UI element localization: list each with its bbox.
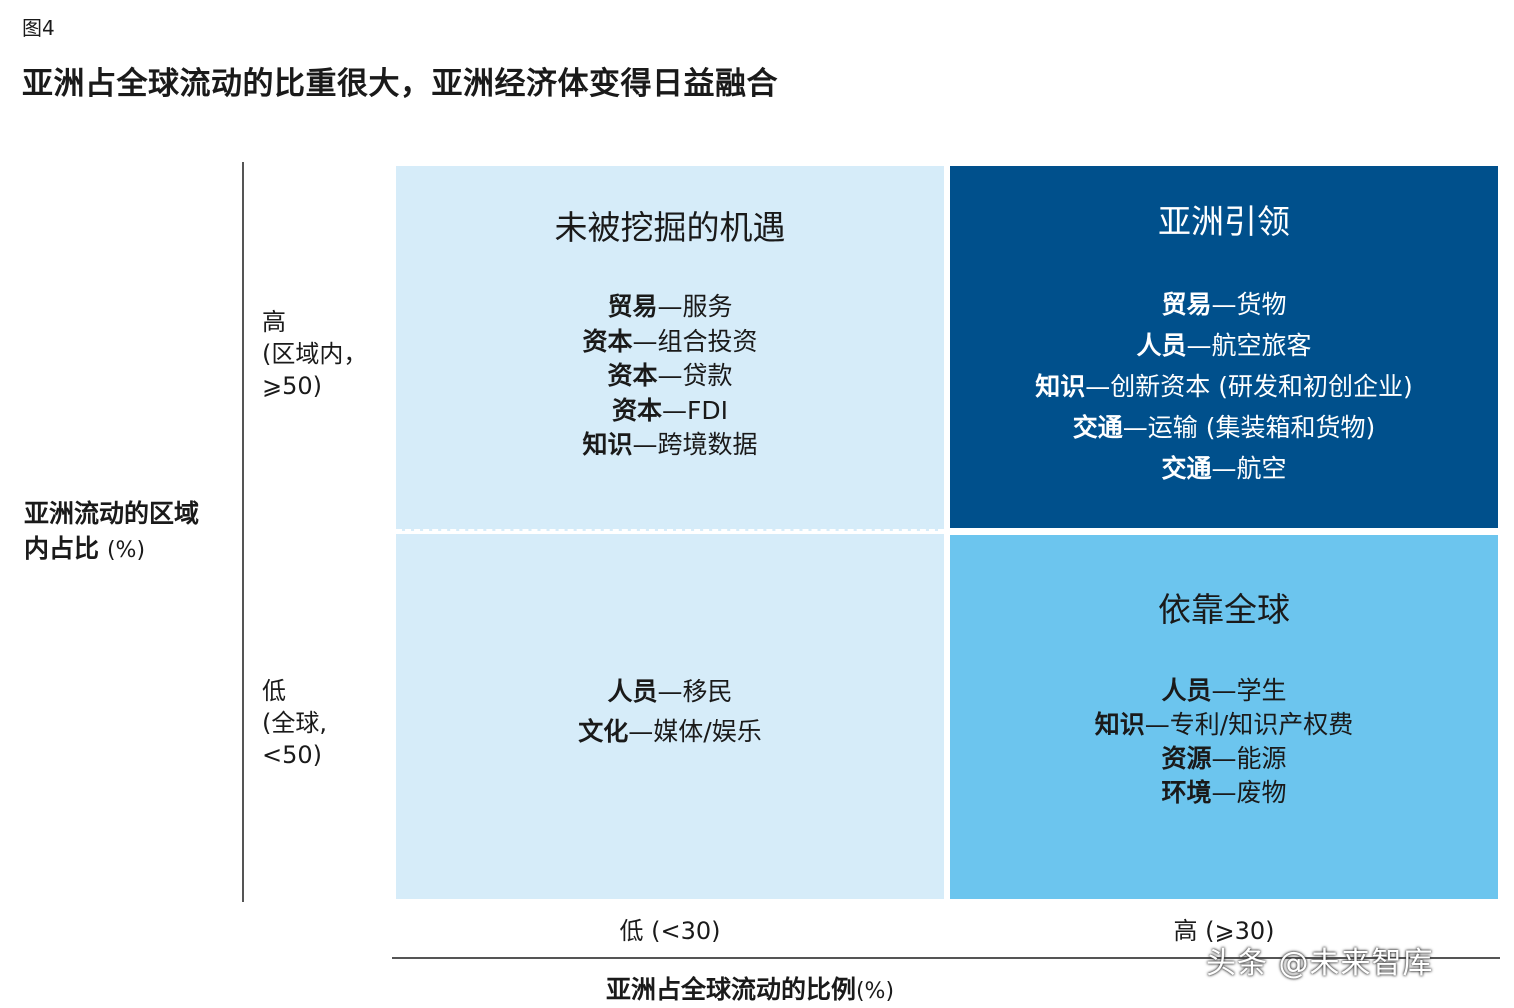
- y-level-low-line: (全球,: [262, 709, 327, 737]
- flow-description: —跨境数据: [632, 430, 758, 459]
- flow-description: —运输 (集装箱和货物): [1122, 413, 1376, 442]
- flow-category: 知识: [1035, 372, 1086, 401]
- quadrant-title: 未被挖掘的机遇: [554, 208, 786, 247]
- y-level-high-line: 高: [262, 308, 286, 336]
- flow-category: 交通: [1072, 413, 1123, 442]
- quadrant-items: 人员—学生知识—专利/知识产权费资源—能源环境—废物: [950, 674, 1498, 810]
- flow-item: 资本—FDI: [396, 394, 944, 429]
- x-level-low: 低 (<30): [619, 917, 721, 945]
- flow-category: 贸易: [1161, 290, 1212, 319]
- flow-item: 知识—专利/知识产权费: [950, 708, 1498, 742]
- figure-label: 图4: [22, 16, 55, 40]
- quadrant-items: 人员—移民文化—媒体/娱乐: [396, 672, 944, 752]
- flow-item: 资源—能源: [950, 742, 1498, 776]
- y-axis-title-line1: 亚洲流动的区域: [24, 499, 200, 528]
- quadrant-bottom-left: 人员—移民文化—媒体/娱乐: [396, 534, 944, 899]
- flow-description: —服务: [657, 292, 733, 321]
- flow-category: 人员: [607, 677, 658, 706]
- quadrant-bottom-right: 依靠全球 人员—学生知识—专利/知识产权费资源—能源环境—废物: [950, 535, 1498, 899]
- x-axis-line: [392, 957, 1500, 959]
- x-axis-title: 亚洲占全球流动的比例(%): [392, 970, 1108, 1006]
- flow-item: 资本—组合投资: [396, 325, 944, 360]
- watermark: 头条 @未来智库: [1206, 946, 1434, 981]
- flow-description: —学生: [1211, 676, 1287, 705]
- y-level-low: 低 (全球, <50): [262, 675, 327, 771]
- flow-description: —组合投资: [632, 326, 758, 356]
- y-level-low-line: <50): [262, 741, 323, 769]
- y-level-high: 高 (区域内， ⩾50): [262, 306, 367, 402]
- flow-description: —FDI: [662, 395, 729, 425]
- flow-category: 交通: [1161, 454, 1212, 483]
- flow-item: 人员—移民: [396, 672, 944, 712]
- flow-category: 文化: [578, 717, 629, 746]
- y-axis-line: [242, 162, 244, 902]
- flow-category: 知识: [1094, 710, 1145, 739]
- y-level-high-line: (区域内，: [262, 340, 368, 368]
- flow-item: 交通—航空: [950, 448, 1498, 489]
- flow-category: 知识: [582, 430, 633, 459]
- y-axis-title-line2: 内占比: [24, 534, 100, 563]
- y-level-low-line: 低: [262, 677, 286, 705]
- flow-category: 资源: [1161, 744, 1212, 773]
- flow-item: 资本—贷款: [396, 359, 944, 394]
- quadrant-top-right: 亚洲引领 贸易—货物人员—航空旅客知识—创新资本 (研发和初创企业)交通—运输 …: [950, 166, 1498, 528]
- quadrant-title: 亚洲引领: [1158, 202, 1290, 241]
- flow-description: —航空: [1211, 454, 1287, 483]
- flow-item: 知识—跨境数据: [396, 428, 944, 463]
- x-axis-title-text: 亚洲占全球流动的比例: [605, 975, 856, 1004]
- quadrant-title: 依靠全球: [1158, 590, 1290, 629]
- flow-description: —专利/知识产权费: [1144, 710, 1354, 739]
- flow-item: 人员—学生: [950, 674, 1498, 708]
- flow-category: 资本: [582, 326, 633, 356]
- flow-description: —废物: [1211, 778, 1287, 807]
- flow-item: 交通—运输 (集装箱和货物): [950, 407, 1498, 448]
- flow-item: 文化—媒体/娱乐: [396, 712, 944, 752]
- y-axis-title: 亚洲流动的区域 内占比 (%): [24, 496, 234, 568]
- flow-item: 人员—航空旅客: [950, 325, 1498, 366]
- flow-category: 人员: [1161, 676, 1212, 705]
- flow-description: —移民: [657, 677, 733, 706]
- flow-description: —货物: [1211, 290, 1287, 319]
- y-axis-title-unit: (%): [106, 538, 146, 563]
- flow-category: 人员: [1136, 331, 1187, 360]
- flow-description: —航空旅客: [1186, 331, 1312, 360]
- flow-category: 环境: [1161, 778, 1212, 807]
- x-level-high: 高 (⩾30): [1173, 917, 1275, 945]
- flow-item: 知识—创新资本 (研发和初创企业): [950, 366, 1498, 407]
- flow-description: —能源: [1211, 744, 1287, 773]
- quadrant-items: 贸易—货物人员—航空旅客知识—创新资本 (研发和初创企业)交通—运输 (集装箱和…: [950, 284, 1498, 489]
- flow-description: —贷款: [657, 361, 733, 390]
- y-level-high-line: ⩾50): [262, 372, 323, 400]
- flow-description: —媒体/娱乐: [628, 717, 762, 746]
- x-axis-title-unit: (%): [855, 979, 895, 1004]
- flow-item: 贸易—货物: [950, 284, 1498, 325]
- flow-item: 贸易—服务: [396, 290, 944, 325]
- flow-item: 环境—废物: [950, 776, 1498, 810]
- flow-category: 资本: [607, 361, 658, 390]
- quadrant-divider: [396, 529, 944, 532]
- flow-description: —创新资本 (研发和初创企业): [1085, 372, 1413, 401]
- page-title: 亚洲占全球流动的比重很大，亚洲经济体变得日益融合: [22, 66, 778, 102]
- flow-category: 贸易: [607, 292, 658, 321]
- flow-category: 资本: [611, 395, 662, 425]
